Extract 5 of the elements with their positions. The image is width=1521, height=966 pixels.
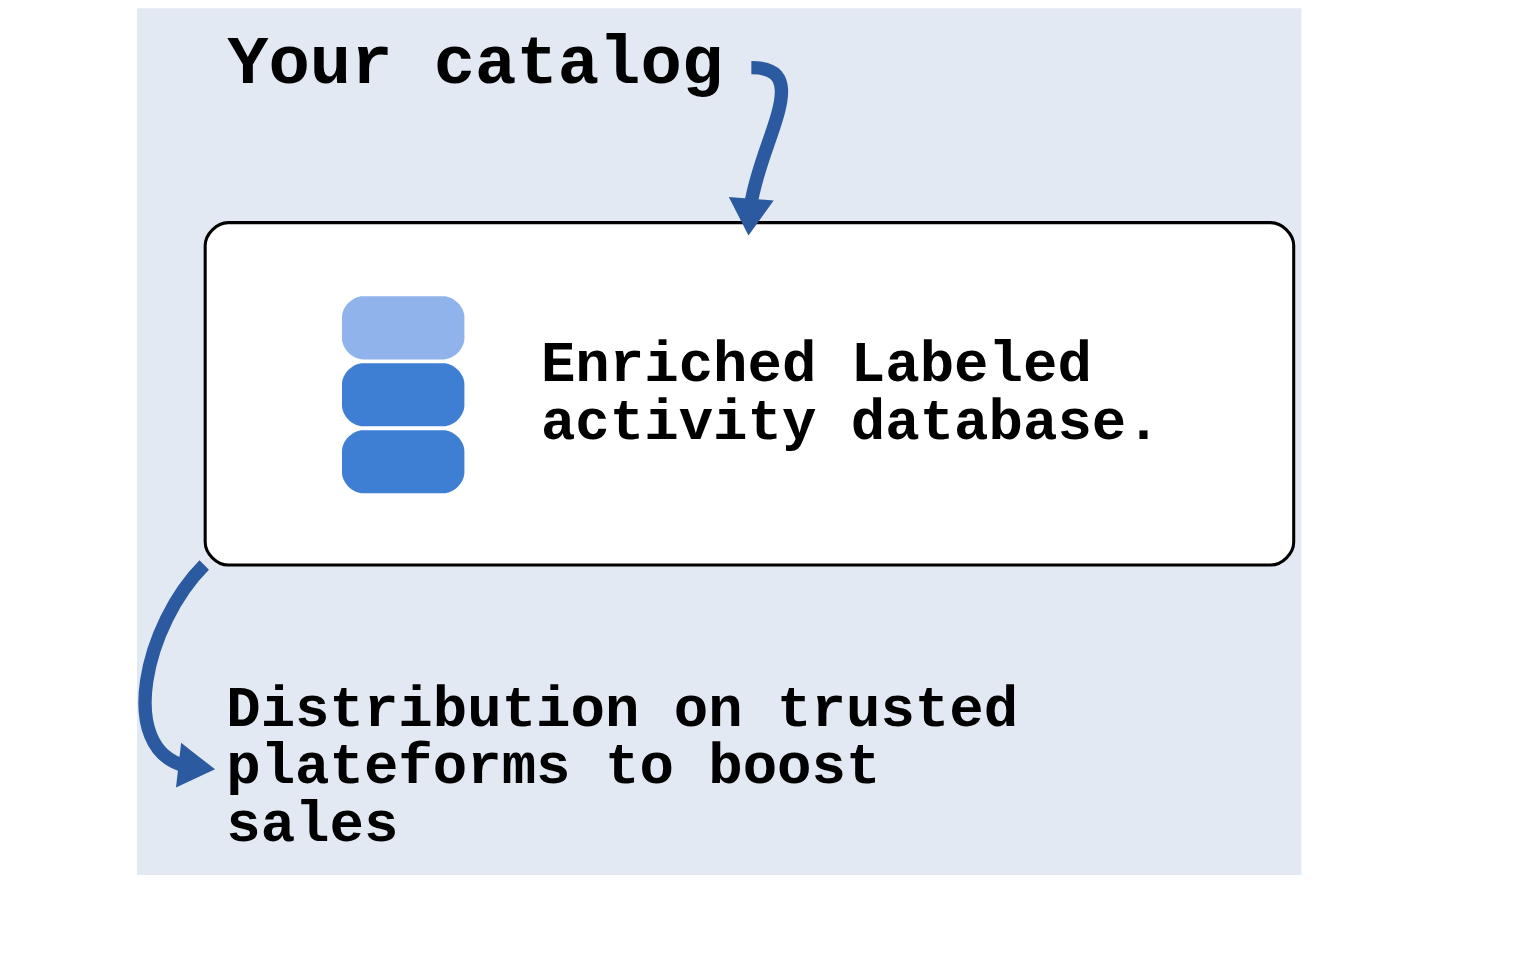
arrow bbox=[138, 560, 216, 788]
arrow bbox=[728, 61, 789, 236]
node-text: Distribution on trusted plateforms to boost sales bbox=[226, 677, 1019, 858]
node-text: Your catalog bbox=[227, 25, 724, 104]
node-box: Enriched Labeled activity database. bbox=[203, 221, 1296, 567]
